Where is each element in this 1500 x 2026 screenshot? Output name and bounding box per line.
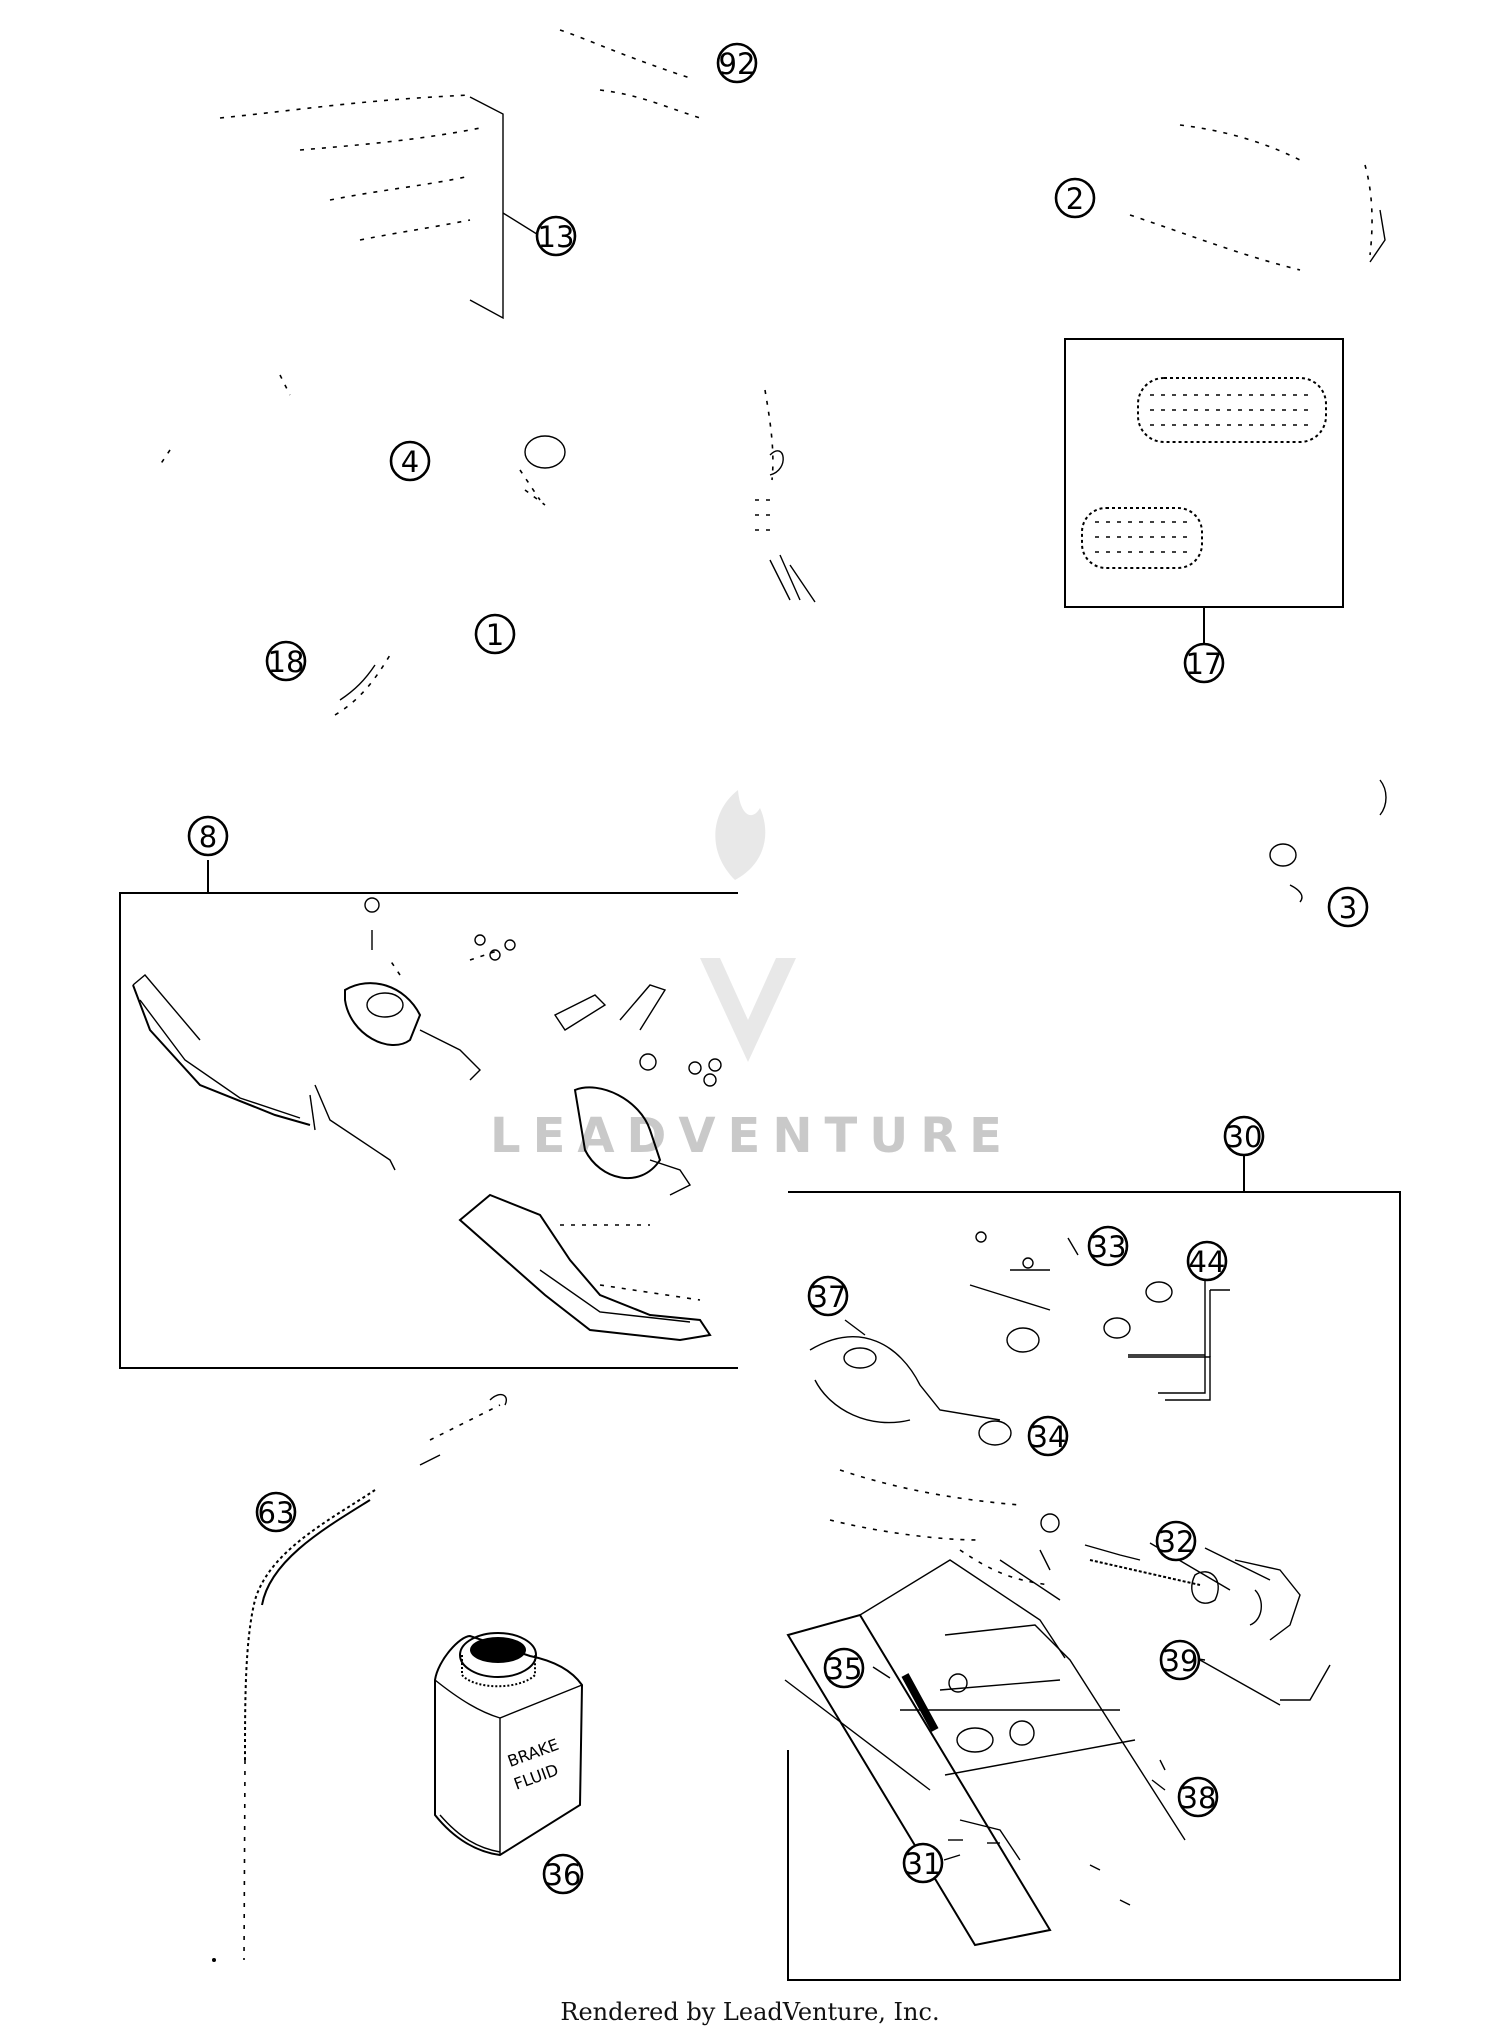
callout-92: 92 [716, 42, 758, 84]
svg-text:34: 34 [1030, 1420, 1067, 1454]
svg-text:18: 18 [268, 645, 305, 679]
svg-text:37: 37 [810, 1280, 847, 1314]
svg-text:38: 38 [1180, 1781, 1217, 1815]
svg-text:17: 17 [1186, 647, 1223, 681]
svg-text:92: 92 [719, 47, 756, 81]
rendered-by-footer: Rendered by LeadVenture, Inc. [560, 1998, 940, 2026]
callout-13: 13 [535, 215, 577, 257]
svg-text:30: 30 [1226, 1120, 1263, 1154]
callout-32: 32 [1155, 1520, 1197, 1562]
svg-text:8: 8 [199, 820, 217, 854]
callout-34: 34 [1027, 1415, 1069, 1457]
svg-text:36: 36 [545, 1858, 582, 1892]
svg-text:4: 4 [401, 445, 419, 479]
callout-30: 30 [1223, 1115, 1265, 1157]
callout-18: 18 [265, 640, 307, 682]
callout-44: 44 [1186, 1240, 1228, 1282]
svg-text:44: 44 [1189, 1245, 1226, 1279]
svg-text:1: 1 [486, 618, 504, 652]
callout-2: 2 [1054, 177, 1096, 219]
callout-1: 1 [474, 613, 516, 655]
mirror-drawing [1129, 124, 1386, 271]
callout-63: 63 [255, 1491, 297, 1533]
callout-39: 39 [1159, 1639, 1201, 1681]
brake-fluid-bottle-drawing: BRAKE FLUID [434, 1632, 584, 1857]
end-cap-drawing [1269, 779, 1387, 903]
grips-drawing [1064, 338, 1344, 645]
callout-4: 4 [389, 440, 431, 482]
callout-3: 3 [1327, 886, 1369, 928]
callout-35: 35 [823, 1647, 865, 1689]
handlebar-hardware-drawing [219, 29, 701, 320]
callout-8: 8 [187, 815, 229, 857]
callout-37: 37 [807, 1275, 849, 1317]
throttle-hardware-drawing [159, 374, 816, 716]
svg-text:13: 13 [538, 220, 575, 254]
watermark-text: LEADVENTURE [490, 1108, 1014, 1164]
svg-text:33: 33 [1090, 1230, 1127, 1264]
svg-text:39: 39 [1162, 1644, 1199, 1678]
svg-text:2: 2 [1066, 182, 1084, 216]
brake-hose-drawing [212, 1393, 507, 1962]
callout-17: 17 [1183, 642, 1225, 684]
svg-text:63: 63 [258, 1496, 295, 1530]
callout-38: 38 [1177, 1776, 1219, 1818]
leadventure-watermark-logo [700, 790, 796, 1062]
callout-36: 36 [542, 1853, 584, 1895]
callout-31: 31 [902, 1842, 944, 1884]
svg-text:3: 3 [1339, 891, 1357, 925]
svg-text:31: 31 [905, 1847, 942, 1881]
switch-assembly-drawing [119, 860, 738, 1369]
master-cylinder-drawing [784, 1155, 1401, 1981]
svg-text:32: 32 [1158, 1525, 1195, 1559]
callout-33: 33 [1087, 1225, 1129, 1267]
svg-text:35: 35 [826, 1652, 863, 1686]
